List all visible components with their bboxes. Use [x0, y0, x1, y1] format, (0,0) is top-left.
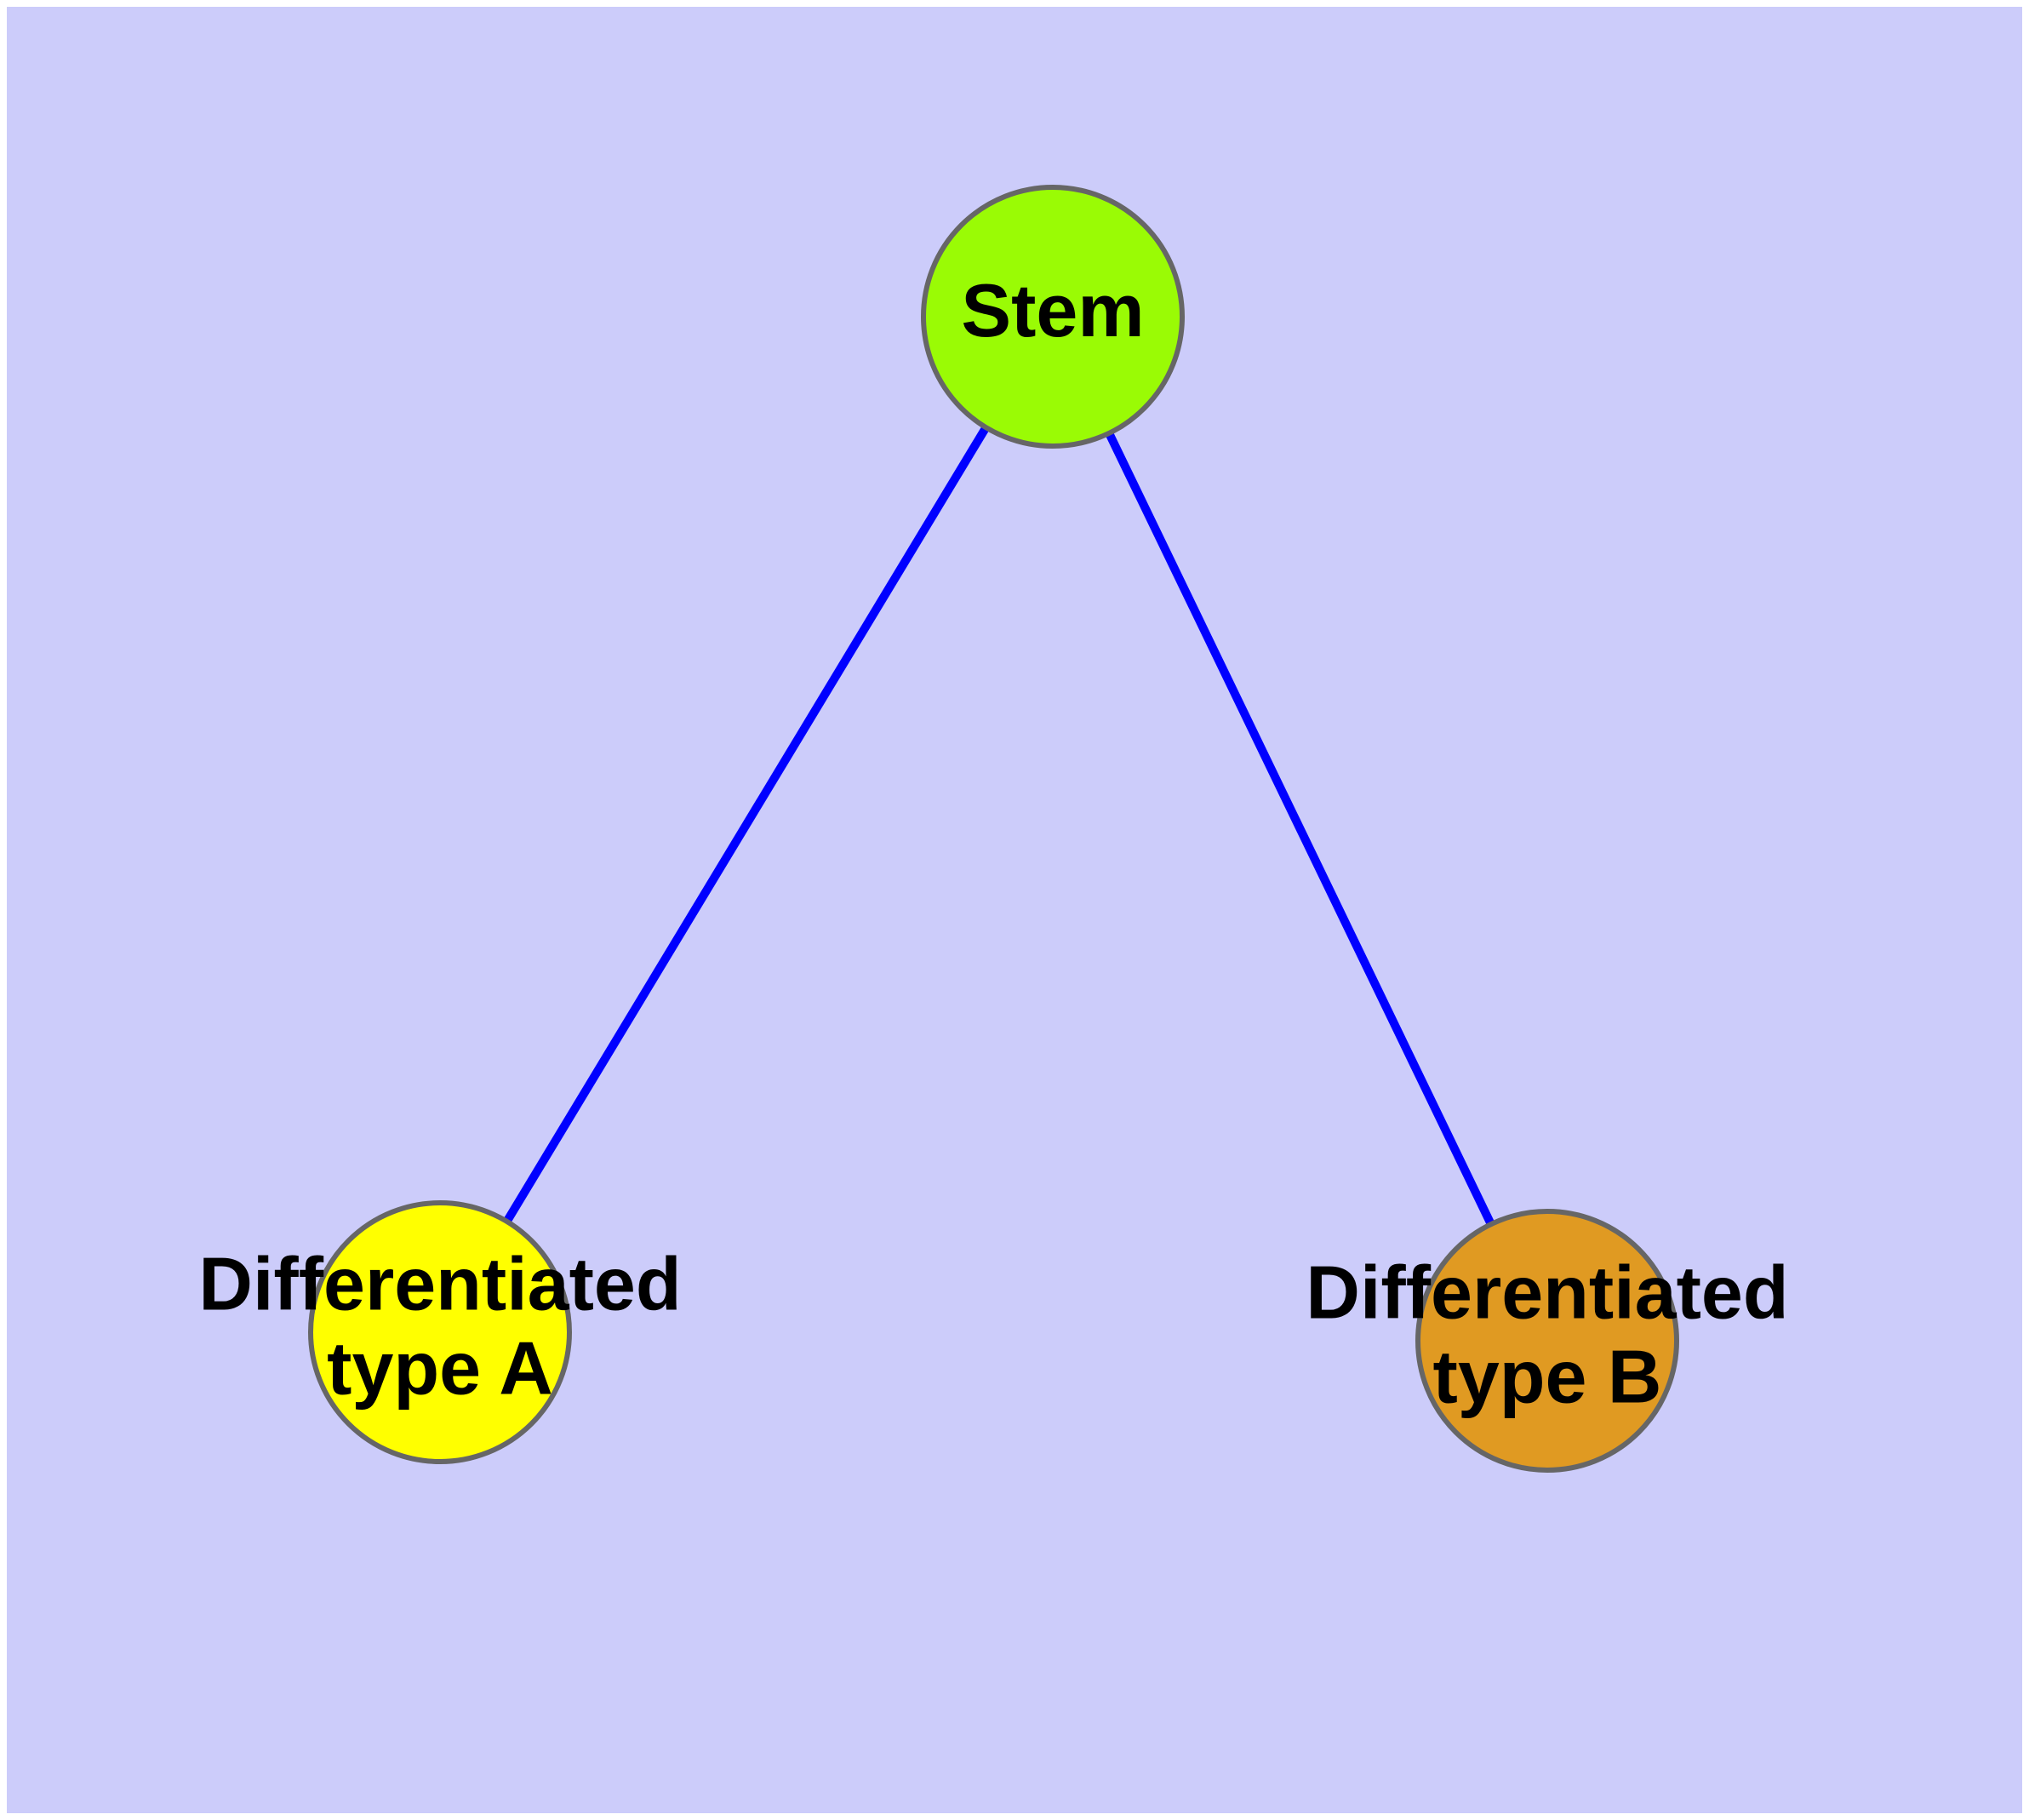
node-label-line: type A — [327, 1326, 553, 1411]
node-label-line: Differentiated — [1306, 1251, 1788, 1335]
node-diff_b[interactable] — [1415, 1209, 1679, 1473]
edge-stem-a — [502, 423, 991, 1226]
edges-layer — [502, 423, 1496, 1228]
node-label-line: type B — [1433, 1335, 1662, 1419]
node-label-line: Stem — [961, 268, 1144, 352]
node-diff_a[interactable] — [308, 1200, 572, 1464]
node-label-stem: Stem — [961, 268, 1144, 352]
node-stem[interactable] — [921, 185, 1185, 449]
edge-stem-b — [1104, 429, 1496, 1228]
nodes-layer — [308, 185, 1679, 1473]
node-label-line: Differentiated — [198, 1242, 681, 1326]
